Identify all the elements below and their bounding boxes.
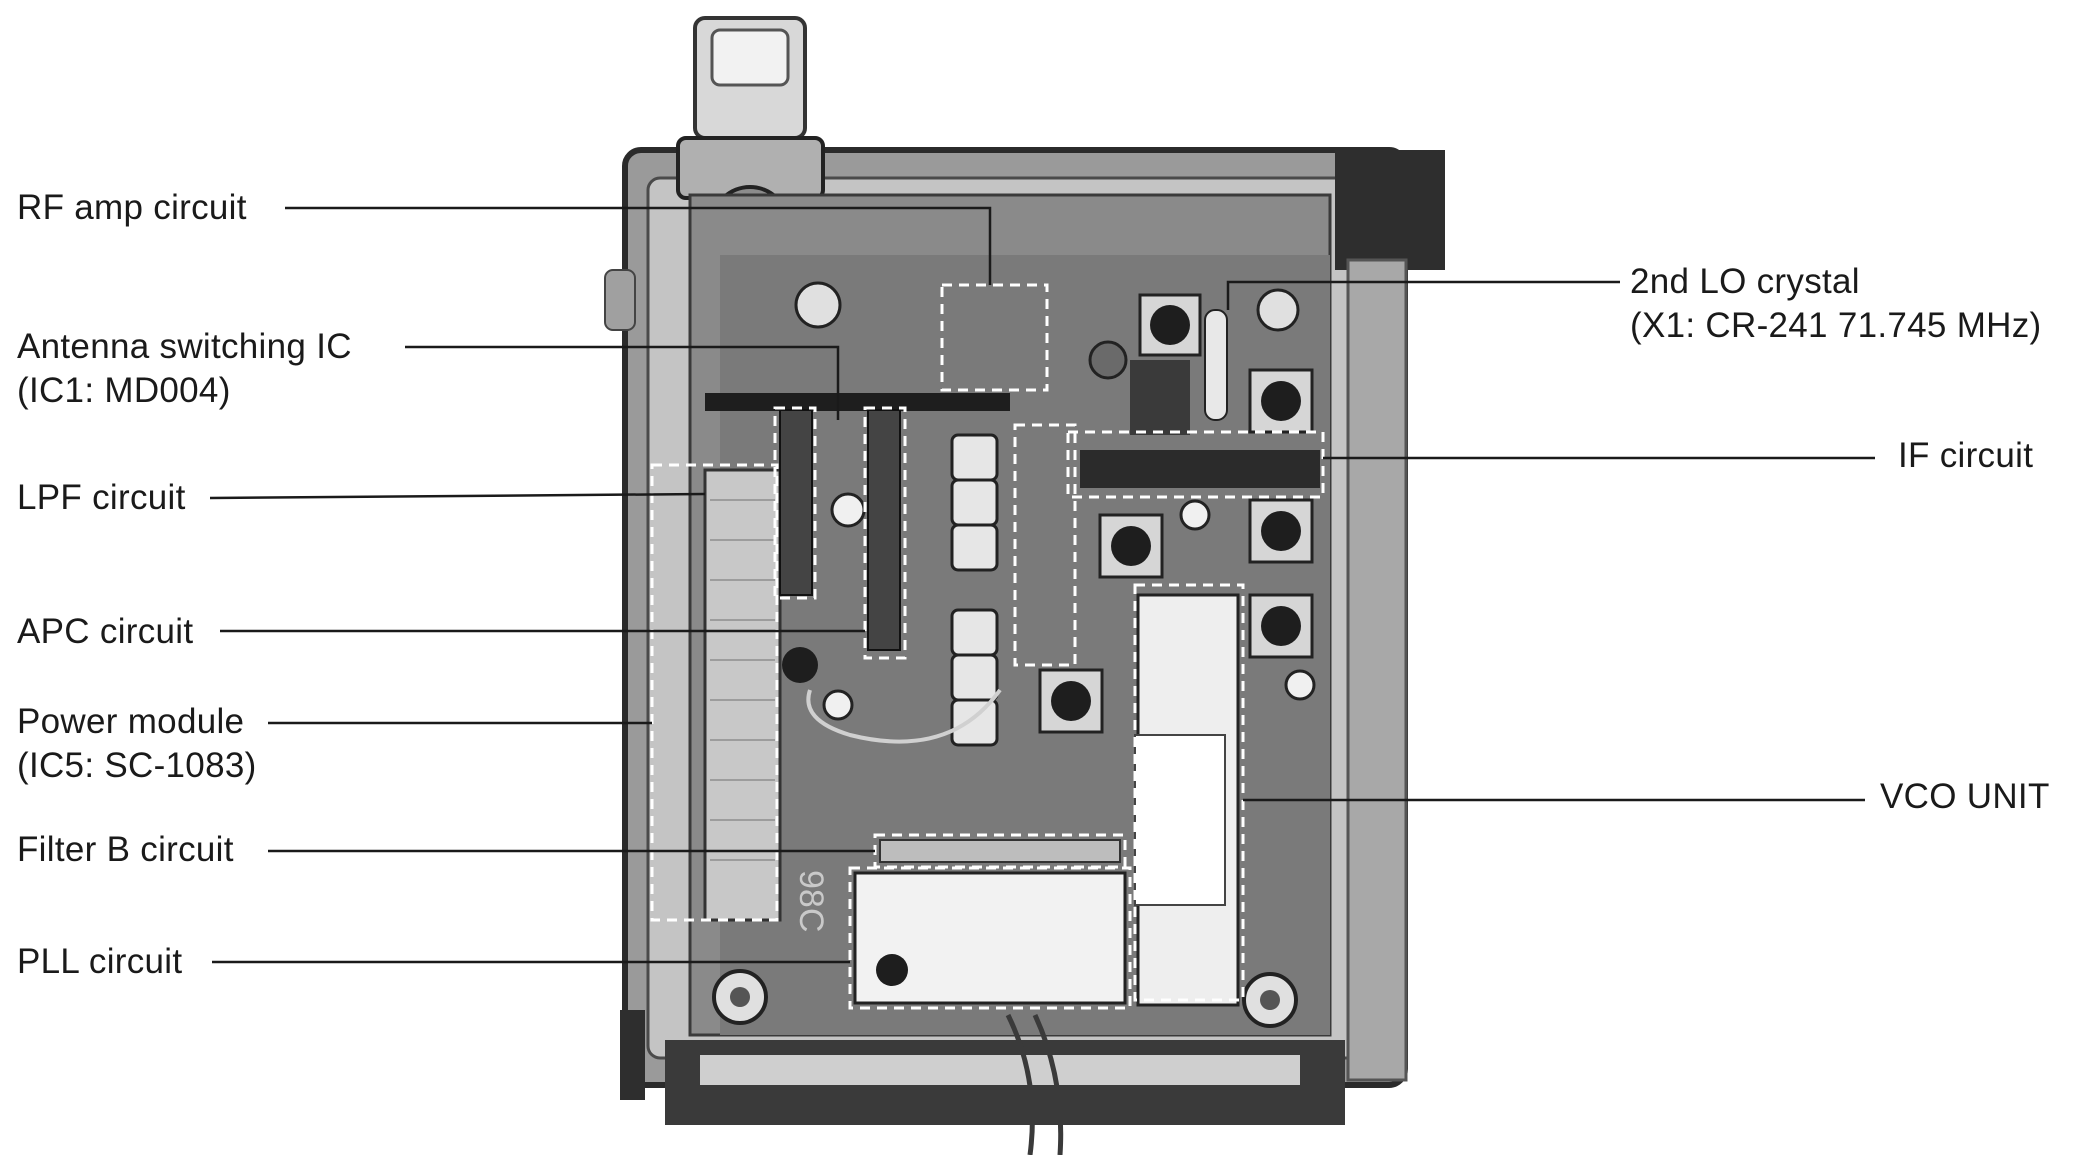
crystal-x1 [1204,309,1228,421]
capacitor-1 [830,492,866,528]
right-rail [1346,258,1408,1082]
trimmer-coils [1038,293,1314,734]
crystal-block [1130,360,1190,435]
label-vco-unit: VCO UNIT [1880,777,2050,816]
power-module [703,468,782,922]
leader-2nd-lo [1226,280,1620,310]
leader-lpf [209,492,706,500]
transistor-1 [782,647,818,683]
label-pll: PLL circuit [17,942,183,981]
if-outline [1066,430,1325,499]
wire-2 [1032,1013,1064,1155]
label-rf-amp: RF amp circuit [17,188,247,227]
leader-antenna-ic [405,345,840,420]
side-knob [604,269,636,331]
side-knob-bottom [620,1010,645,1100]
label-antenna-switching-ic: Antenna switching IC (IC1: MD004) [17,327,352,410]
label-if: IF circuit [1898,436,2034,475]
base-bar [700,1055,1300,1085]
leader-rf-amp [285,206,992,285]
label-apc: APC circuit [17,612,194,651]
capacitor-2 [822,689,854,721]
wire-1 [1005,1013,1035,1155]
label-2nd-lo-crystal: 2nd LO crystal (X1: CR-241 71.745 MHz) [1630,262,2042,345]
capacitor-3 [1179,499,1211,531]
side-tab [1335,150,1445,270]
leader-lines [209,206,1875,964]
vco-outline [1133,583,1245,1002]
label-lpf: LPF circuit [17,478,186,517]
if-strip [1080,450,1320,488]
ic-strip-2 [867,409,901,651]
ic-strip-1 [779,409,813,596]
capacitor-5 [1088,340,1128,380]
screw-top-right [1256,288,1300,332]
screw-top-left [794,281,842,329]
label-filter-b: Filter B circuit [17,830,234,869]
rf-amp-outline [940,283,1049,392]
filter-b-strip [879,839,1121,863]
apc-outline [863,406,907,660]
capacitor-4 [1284,669,1316,701]
board-marking: 98C [792,870,830,932]
label-power-module: Power module (IC5: SC-1083) [17,702,257,785]
antenna-connector-top [710,28,790,87]
shield-bar [705,393,1010,411]
